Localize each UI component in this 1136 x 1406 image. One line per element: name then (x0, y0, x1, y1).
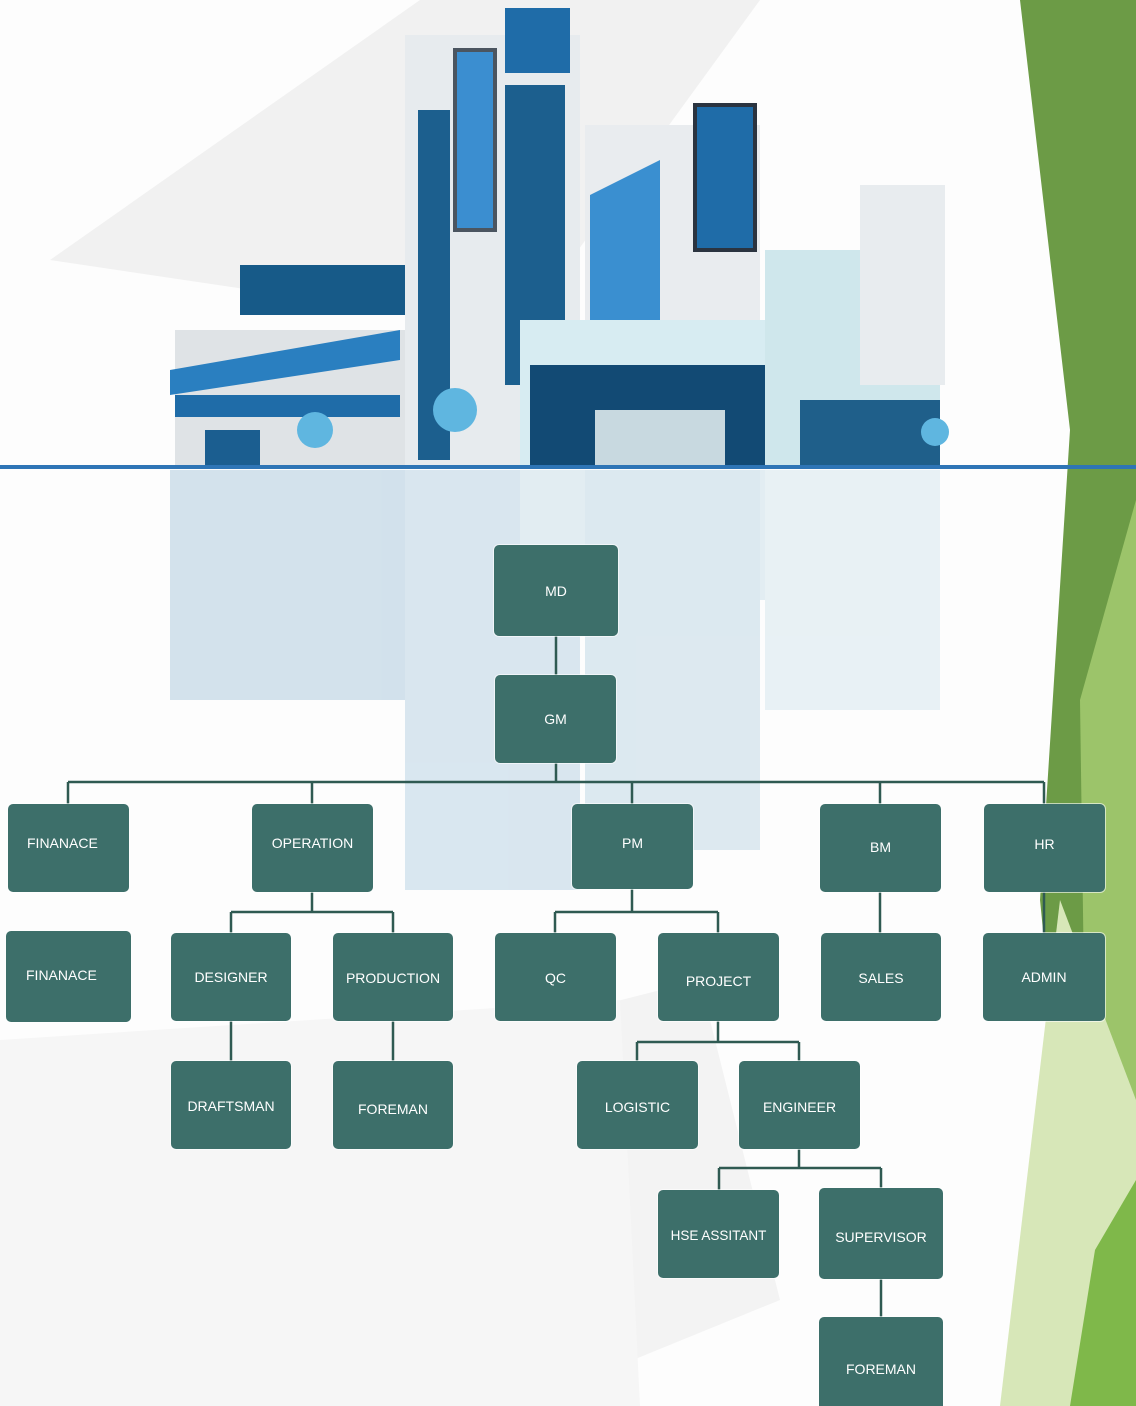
org-node-finance-head: FINANACE (8, 804, 129, 892)
org-node-md: MD (494, 545, 618, 636)
buildings-reflection (170, 470, 940, 890)
org-node-gm: GM (495, 675, 616, 763)
connector-gm-departments (66, 763, 1046, 804)
org-node-supervisor: SUPERVISOR (819, 1188, 943, 1279)
org-node-admin: ADMIN (983, 933, 1105, 1021)
green-accent-bright (1070, 1180, 1136, 1406)
org-node-foreman-production: FOREMAN (333, 1061, 453, 1149)
connector-engineer (717, 1149, 883, 1190)
org-node-designer: DESIGNER (171, 933, 291, 1021)
org-node-production: PRODUCTION (333, 933, 453, 1021)
org-node-finance-staff: FINANACE (6, 931, 131, 1022)
buildings-icon (170, 8, 949, 465)
connector-pm (553, 889, 720, 933)
org-node-operation: OPERATION (252, 804, 373, 892)
org-node-hr: HR (984, 804, 1105, 892)
org-node-sales: SALES (821, 933, 941, 1021)
connector-operation (229, 892, 395, 933)
paper-panel (0, 1000, 640, 1406)
org-node-pm: PM (572, 804, 693, 889)
org-node-project: PROJECT (658, 933, 779, 1021)
org-node-hse-assistant: HSE ASSITANT (658, 1190, 779, 1278)
org-node-draftsman: DRAFTSMAN (171, 1061, 291, 1149)
org-node-qc: QC (495, 933, 616, 1021)
connector-project (635, 1021, 801, 1061)
org-node-bm: BM (820, 804, 941, 892)
org-node-engineer: ENGINEER (739, 1061, 860, 1149)
org-node-logistic: LOGISTIC (577, 1061, 698, 1149)
org-node-foreman-site: FOREMAN (819, 1317, 943, 1406)
horizon-divider (0, 465, 1136, 469)
